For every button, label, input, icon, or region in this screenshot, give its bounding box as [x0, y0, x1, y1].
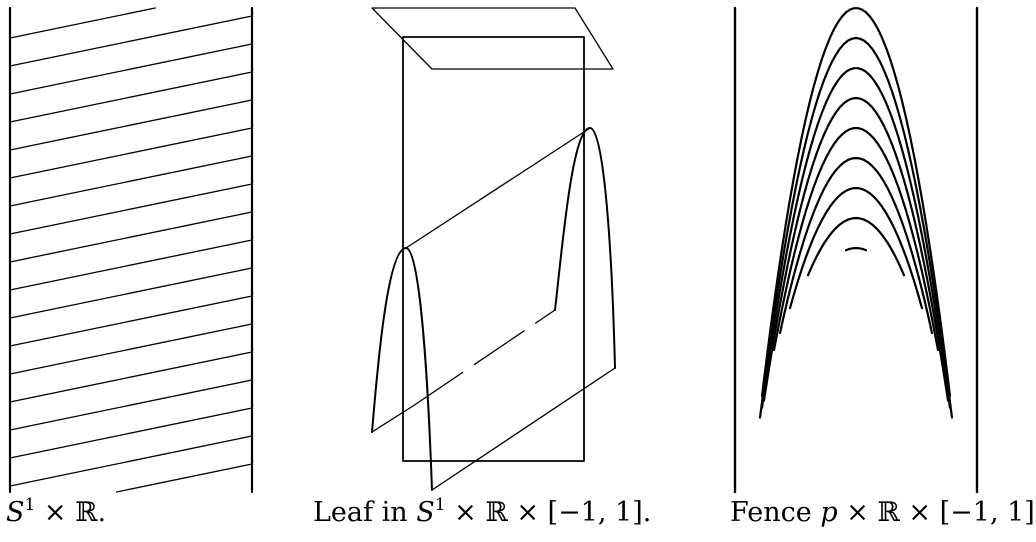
- cylinder-leaf-line: [9, 127, 253, 179]
- leaf-left-arch: [371, 247, 433, 491]
- cylinder-leaf-line: [115, 463, 253, 493]
- leaf-bottom-diagonal: [431, 367, 616, 491]
- caption-leaf-base: S: [416, 497, 435, 528]
- fence-arch: [772, 127, 940, 352]
- caption-fence-rest: × ℝ × [−1, 1].: [837, 497, 1036, 528]
- fence-arch: [758, 36, 954, 419]
- cylinder-leaf-line: [9, 295, 253, 347]
- caption-fence-prefix: Fence: [730, 497, 821, 528]
- leaf-hidden-diagonal: [412, 309, 556, 407]
- fence-arch: [806, 216, 906, 277]
- fence-arch: [760, 7, 952, 397]
- cylinder-leaf-line: [9, 43, 253, 95]
- cylinder-leaf-line: [9, 323, 253, 375]
- fence-arch: [778, 156, 934, 335]
- leaf-top-parallelogram: [371, 7, 614, 70]
- fence-arch: [760, 67, 952, 409]
- caption-fence: Fence p × ℝ × [−1, 1].: [730, 497, 1036, 526]
- caption-cylinder-sup: 1: [24, 495, 36, 515]
- cylinder-leaf-line: [9, 15, 253, 67]
- leaf-front-diagonal: [371, 405, 414, 433]
- leaf-box: [402, 36, 585, 462]
- cylinder-leaf-line: [9, 71, 253, 123]
- cylinder-leaf-line: [9, 99, 253, 151]
- fence-arches: [758, 7, 954, 419]
- leaf-right-arch: [554, 127, 616, 369]
- caption-leaf-prefix: Leaf in: [313, 497, 417, 528]
- caption-leaf-rest: × ℝ × [−1, 1].: [445, 497, 652, 528]
- cylinder-leaf-line: [9, 7, 156, 39]
- cylinder-leaf-line: [9, 351, 253, 403]
- cylinder-leaf-line: [9, 155, 253, 207]
- cylinder-leaf-line: [9, 267, 253, 319]
- cylinder-leaf-line: [9, 239, 253, 291]
- fence-arch: [788, 187, 924, 310]
- caption-cylinder-rest: × ℝ.: [35, 497, 107, 528]
- caption-leaf-sup: 1: [434, 495, 446, 515]
- cylinder-leaf-line: [9, 211, 253, 263]
- fence-arch: [762, 96, 950, 402]
- cylinder-leaf-line: [9, 379, 253, 431]
- panel-cylinder: [8, 6, 254, 494]
- panel-leaf: [371, 7, 616, 491]
- fence-arch: [844, 247, 868, 252]
- cylinder-leaf-line: [9, 435, 253, 487]
- panel-fence: [733, 6, 979, 494]
- caption-cylinder-base: S: [6, 497, 25, 528]
- caption-leaf: Leaf in S1 × ℝ × [−1, 1].: [313, 495, 652, 528]
- cylinder-leaf-line: [9, 407, 253, 459]
- leaf-top-diagonal: [405, 127, 591, 249]
- caption-cylinder: S1 × ℝ.: [6, 495, 107, 528]
- cylinder-leaves: [9, 7, 253, 493]
- caption-fence-base: p: [820, 497, 838, 528]
- cylinder-leaf-line: [9, 183, 253, 235]
